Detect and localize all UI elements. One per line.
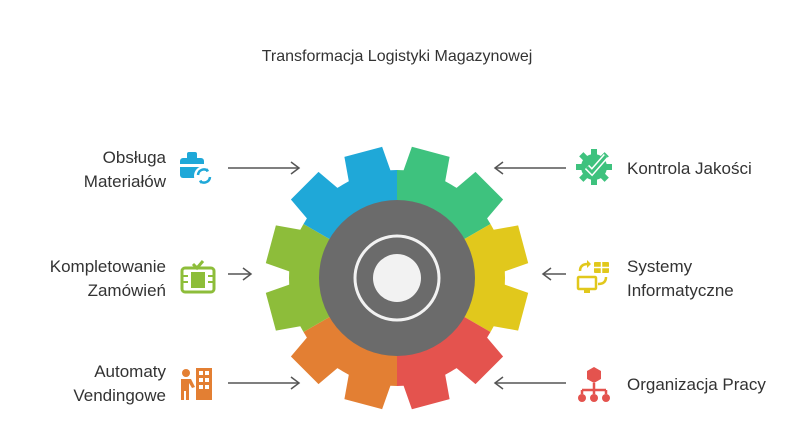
gear-segment-kontrola bbox=[397, 146, 504, 243]
arrow-kompletowanie bbox=[228, 267, 253, 281]
quality-check-gear-icon bbox=[576, 149, 612, 185]
arrow-organizacja bbox=[493, 376, 566, 390]
arrow-obsluga bbox=[228, 161, 301, 175]
label-kompletowanie: Kompletowanie Zamówień bbox=[49, 257, 166, 300]
label-obsluga: Obsługa Materiałów bbox=[83, 148, 166, 191]
label-systemy: Systemy Informatyczne bbox=[627, 257, 734, 300]
gear-center bbox=[373, 254, 421, 302]
gear-segment-automaty bbox=[290, 313, 397, 410]
arrow-kontrola bbox=[493, 161, 566, 175]
org-hierarchy-icon bbox=[578, 367, 610, 402]
diagram-title: Transformacja Logistyki Magazynowej bbox=[261, 48, 533, 65]
gear-hub-ring bbox=[353, 234, 441, 322]
vending-worker-icon bbox=[181, 368, 212, 400]
gear-segment-systemy bbox=[457, 224, 529, 332]
gear-segment-obsluga bbox=[290, 146, 397, 243]
gear-segment-kompletowanie bbox=[265, 224, 337, 332]
gear-segment-organizacja bbox=[397, 313, 504, 410]
order-picking-icon bbox=[180, 260, 216, 294]
computer-systems-icon bbox=[576, 260, 609, 293]
arrow-automaty bbox=[228, 376, 301, 390]
box-recycle-icon bbox=[180, 152, 214, 186]
label-automaty: Automaty Vendingowe bbox=[73, 362, 166, 405]
label-kontrola: Kontrola Jakości bbox=[627, 159, 752, 178]
arrow-systemy bbox=[541, 267, 566, 281]
label-organizacja: Organizacja Pracy bbox=[627, 375, 766, 394]
